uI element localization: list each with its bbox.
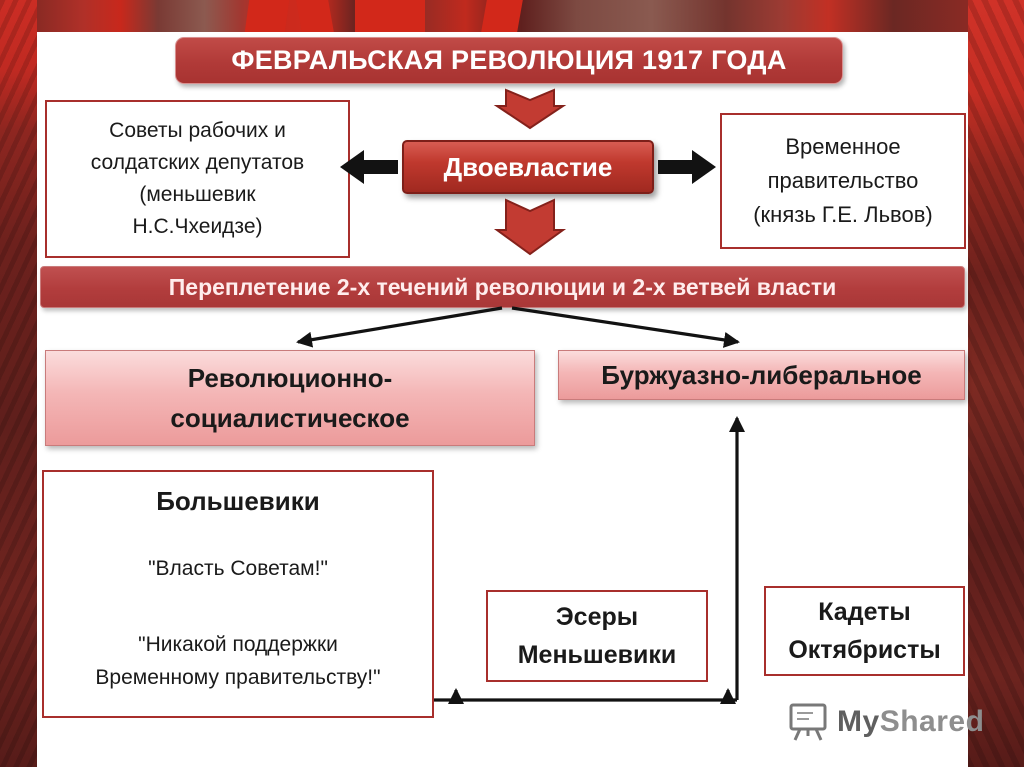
bolsheviks-slogan-2: Временному правительству!" [95,666,381,689]
bolsheviks-title: Большевики [156,486,320,516]
text-line: Советы рабочих и [109,119,286,142]
text-line: Эсеры [555,603,639,631]
text-line: Октябристы [788,636,941,664]
text-line: (князь Г.Е. Львов) [753,202,933,227]
kadets-octobrists-box: Кадеты Октябристы [764,586,965,676]
text-line: Революционно- [187,363,393,393]
top-poster-band [37,0,968,32]
bourgeois-liberal-box: Буржуазно-либеральное [558,350,965,400]
watermark-text: MyShared [837,705,984,739]
watermark-shared: Shared [879,705,985,738]
right-red-border [968,0,1024,767]
band-art [296,0,334,32]
bolsheviks-slogan-2: "Никакой поддержки [138,633,338,656]
slide-title: ФЕВРАЛЬСКАЯ РЕВОЛЮЦИЯ 1917 ГОДА [175,37,843,84]
band-art [244,0,290,32]
bolsheviks-slogan-1: "Власть Советам!" [148,557,328,580]
sr-mensheviks-box: Эсеры Меньшевики [486,590,708,682]
title-text: ФЕВРАЛЬСКАЯ РЕВОЛЮЦИЯ 1917 ГОДА [231,45,787,75]
branch-arrow-left [296,306,503,348]
down-arrow-icon [493,88,567,130]
dual-power-box: Двоевластие [402,140,654,194]
text-line: социалистическое [170,403,410,433]
branch-arrow-right [511,306,740,348]
down-arrow-icon [493,198,567,256]
left-red-border [0,0,37,767]
text-line: (меньшевик [139,183,256,206]
band-art [355,0,425,32]
text-line: Буржуазно-либеральное [601,359,922,390]
text-line: Меньшевики [517,641,677,669]
provisional-government-box: Временное правительство (князь Г.Е. Льво… [720,113,966,249]
text-line: Временное [785,134,901,159]
bolsheviks-box: Большевики "Власть Советам!" "Никакой по… [42,470,434,718]
myshared-watermark: MyShared [788,701,984,743]
dual-power-label: Двоевластие [443,151,613,182]
text-line: правительство [767,168,919,193]
soviets-box: Советы рабочих и солдатских депутатов (м… [45,100,350,258]
banner-text: Переплетение 2-х течений революции и 2-х… [168,273,837,300]
text-line: Н.С.Чхеидзе) [132,215,263,238]
text-line: солдатских депутатов [90,151,305,174]
watermark-my: My [837,705,880,738]
projector-screen-icon [789,703,827,741]
text-line: Кадеты [818,598,911,626]
revolutionary-socialist-box: Революционно- социалистическое [45,350,535,446]
band-art [481,0,523,32]
interweave-banner: Переплетение 2-х течений революции и 2-х… [40,266,965,308]
right-arrow-icon [658,150,716,184]
